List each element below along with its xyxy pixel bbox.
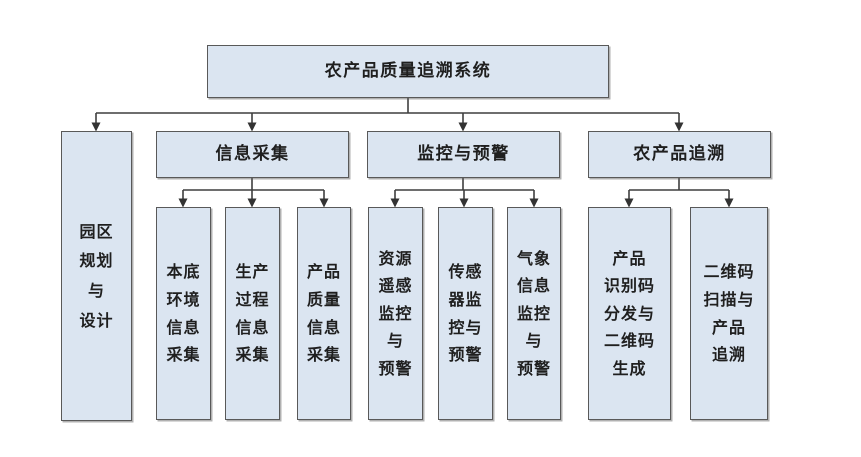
arrow-down-icon xyxy=(319,198,329,208)
branch-box-monitoring-warning: 监控与预警 xyxy=(367,131,560,178)
arrow-down-icon xyxy=(390,198,400,208)
leaf-box-id-code-qr-generation: 产品 识别码 分发与 二维码 生成 xyxy=(588,207,671,420)
root-box: 农产品质量追溯系统 xyxy=(207,45,609,98)
leaf-box-product-quality-info: 产品 质量 信息 采集 xyxy=(297,207,351,420)
arrow-down-icon xyxy=(91,122,101,132)
branch-box-info-collection: 信息采集 xyxy=(156,131,349,178)
connector-root-to-branches xyxy=(91,98,684,132)
arrow-down-icon xyxy=(459,198,469,208)
leaf-box-remote-sensing-monitoring: 资源 遥感 监控 与 预警 xyxy=(368,207,423,420)
leaf-box-weather-info-monitoring: 气象 信息 监控 与 预警 xyxy=(507,207,561,420)
leaf-box-background-env-info: 本底 环境 信息 采集 xyxy=(156,207,211,420)
arrow-down-icon xyxy=(529,198,539,208)
branch-box-product-traceability: 农产品追溯 xyxy=(588,131,771,178)
branch-box-park-planning: 园区 规划 与 设计 xyxy=(61,131,132,421)
leaf-box-qr-scan-traceability: 二维码 扫描与 产品 追溯 xyxy=(690,207,768,420)
arrow-down-icon xyxy=(247,122,257,132)
leaf-box-sensor-monitoring: 传感 器监 控与 预警 xyxy=(438,207,493,420)
arrow-down-icon xyxy=(458,122,468,132)
leaf-box-production-process-info: 生产 过程 信息 采集 xyxy=(225,207,280,420)
arrow-down-icon xyxy=(674,122,684,132)
connector-trace-to-leaves xyxy=(624,178,734,208)
arrow-down-icon xyxy=(247,198,257,208)
arrow-down-icon xyxy=(724,198,734,208)
connector-monitor-to-leaves xyxy=(390,178,539,208)
connector-info-to-leaves xyxy=(178,178,329,208)
arrow-down-icon xyxy=(624,198,634,208)
arrow-down-icon xyxy=(178,198,188,208)
